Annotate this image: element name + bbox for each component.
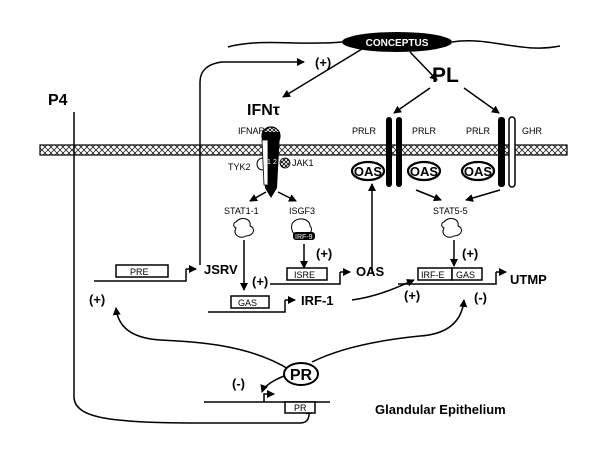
conceptus-label: CONCEPTUS xyxy=(366,38,429,49)
irf9-label: IRF-9 xyxy=(295,234,313,241)
stat5-label: STAT5-5 xyxy=(433,206,468,216)
utmp-label: UTMP xyxy=(510,272,547,287)
irf9-box xyxy=(293,232,315,240)
plus-irfe: (+) xyxy=(404,288,420,303)
isre-box xyxy=(286,267,328,281)
jak1-label: JAK1 xyxy=(292,158,314,168)
tyk2-hook xyxy=(256,157,264,171)
oas-out-label: OAS xyxy=(356,264,385,279)
gas-left-box xyxy=(230,295,270,309)
prlr-1a xyxy=(386,117,392,187)
arrow-irf1-irfe xyxy=(351,279,415,301)
arrow-conceptus-ifn xyxy=(282,48,363,98)
arrow-prlr1-stat5 xyxy=(415,189,442,202)
ifnar-receptor-left xyxy=(261,139,269,186)
receptor-1: 1 xyxy=(267,159,271,166)
oas-label-1: OAS xyxy=(354,164,383,179)
arrow-conceptus-pl xyxy=(409,51,438,81)
plus-conceptus: (+) xyxy=(315,55,331,70)
arrow-jsrv-conceptus xyxy=(199,58,305,265)
arrow-pr-gas-right xyxy=(311,299,468,363)
irfe-label: IRF-E xyxy=(421,270,445,280)
ghr-label: GHR xyxy=(522,126,543,136)
oas-ellipse-3 xyxy=(460,160,496,182)
arrow-pr-pre xyxy=(112,307,291,371)
arrow-ifnar-isgf3 xyxy=(277,191,297,202)
irf1-label: IRF-1 xyxy=(301,293,334,308)
conceptus-oval xyxy=(342,32,452,52)
oas-ellipse-2 xyxy=(406,160,442,182)
gas-right-gene-line xyxy=(398,272,497,285)
oas-label-3: OAS xyxy=(464,164,493,179)
gas-right-box xyxy=(451,267,483,281)
pre-box xyxy=(115,264,169,278)
plus-gas-left: (+) xyxy=(252,274,268,289)
jak1-bead xyxy=(279,157,291,169)
pr-tss xyxy=(263,390,275,402)
arrow-ifnar-stat1 xyxy=(249,191,267,202)
prlr-1b xyxy=(396,117,402,187)
prlr-label-3: PRLR xyxy=(466,126,491,136)
arrow-pl-prlr1 xyxy=(393,87,431,114)
gas-left-label: GAS xyxy=(238,298,257,308)
p4-label: P4 xyxy=(48,92,68,109)
pr-gene-label: PR xyxy=(294,403,307,413)
ifnar-label: IFNAR xyxy=(238,126,266,136)
gas-left-gene-line xyxy=(208,300,286,313)
arrow-pr-autoreg xyxy=(260,375,285,393)
arrow-pl-prlr2 xyxy=(463,87,500,114)
tissue-label: Glandular Epithelium xyxy=(375,402,506,417)
minus-gas: (-) xyxy=(474,290,487,305)
oas-ellipse-1 xyxy=(350,160,386,182)
stat5-dimer xyxy=(441,218,462,238)
lumen-surface xyxy=(227,40,561,49)
p4-path xyxy=(73,112,314,424)
plasma-membrane xyxy=(39,144,568,156)
plus-isre: (+) xyxy=(316,246,332,261)
ifn-label: IFNτ xyxy=(247,102,280,119)
prlr-2a xyxy=(498,117,505,187)
arrow-prlr2-stat5 xyxy=(465,189,501,202)
jsrv-label: JSRV xyxy=(204,262,238,277)
stat1-label: STAT1-1 xyxy=(224,206,259,216)
pre-label: PRE xyxy=(130,267,149,277)
stat1-dimer xyxy=(233,218,254,238)
tyk2-label: TYK2 xyxy=(228,162,251,172)
minus-pr: (-) xyxy=(232,376,245,391)
gas-right-label: GAS xyxy=(456,270,475,280)
plus-gas-right: (+) xyxy=(462,246,478,261)
pre-gene-line xyxy=(94,269,187,282)
pr-protein-label: PR xyxy=(290,367,313,384)
pl-label: PL xyxy=(432,64,459,87)
receptor-2: 2 xyxy=(273,159,277,166)
isre-gene-line xyxy=(270,272,341,285)
prlr-label-1: PRLR xyxy=(352,126,377,136)
ghr-receptor xyxy=(508,116,516,188)
prlr-label-2: PRLR xyxy=(412,126,437,136)
plus-pre: (+) xyxy=(89,292,105,307)
isre-label: ISRE xyxy=(294,270,315,280)
isgf3-label: ISGF3 xyxy=(289,206,315,216)
pr-gene-box xyxy=(284,401,316,414)
pr-protein-ellipse xyxy=(283,362,319,386)
oas-label-2: OAS xyxy=(410,164,439,179)
